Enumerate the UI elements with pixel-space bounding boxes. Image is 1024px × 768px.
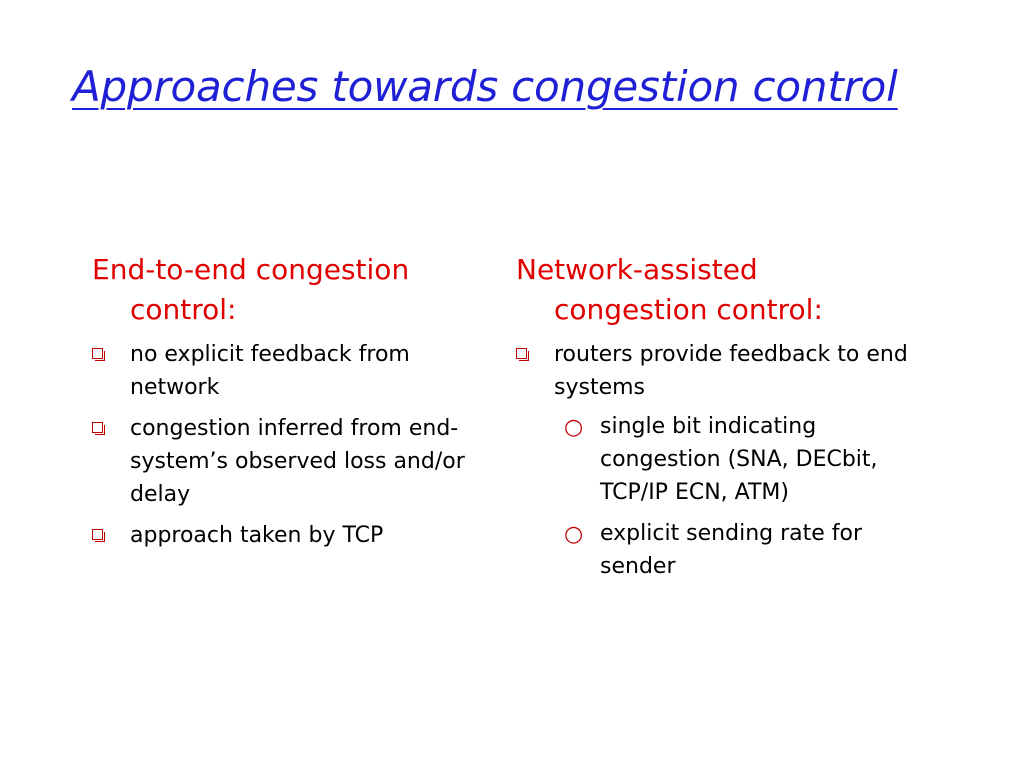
square-bullet-icon [516, 348, 529, 361]
right-column: Network-assisted congestion control: rou… [516, 250, 916, 591]
list-item: approach taken by TCP [92, 519, 502, 552]
sub-list-item: ○ explicit sending rate for sender [564, 517, 916, 583]
slide-title: Approaches towards congestion control [72, 62, 898, 111]
sub-bullet-text: explicit sending rate for sender [600, 521, 863, 579]
list-item: congestion inferred from end-system’s ob… [92, 412, 502, 511]
sub-bullet-list: ○ single bit indicating congestion (SNA,… [554, 410, 916, 583]
circle-bullet-icon: ○ [564, 415, 584, 440]
bullet-text: approach taken by TCP [130, 523, 384, 548]
list-item: routers provide feedback to end systems … [516, 338, 916, 583]
left-bullet-list: no explicit feedback from network conges… [92, 338, 502, 552]
sub-list-item: ○ single bit indicating congestion (SNA,… [564, 410, 916, 509]
square-bullet-icon [92, 422, 105, 435]
right-column-heading: Network-assisted congestion control: [516, 253, 823, 326]
left-column-heading: End-to-end congestion control: [92, 253, 410, 326]
list-item: no explicit feedback from network [92, 338, 502, 404]
bullet-text: no explicit feedback from network [130, 342, 410, 400]
square-bullet-icon [92, 348, 105, 361]
left-column: End-to-end congestion control: no explic… [92, 250, 502, 560]
bullet-text: congestion inferred from end-system’s ob… [130, 416, 465, 507]
sub-bullet-text: single bit indicating congestion (SNA, D… [600, 414, 878, 505]
square-bullet-icon [92, 529, 105, 542]
right-bullet-list: routers provide feedback to end systems … [516, 338, 916, 583]
bullet-text: routers provide feedback to end systems [554, 342, 908, 400]
circle-bullet-icon: ○ [564, 522, 584, 547]
